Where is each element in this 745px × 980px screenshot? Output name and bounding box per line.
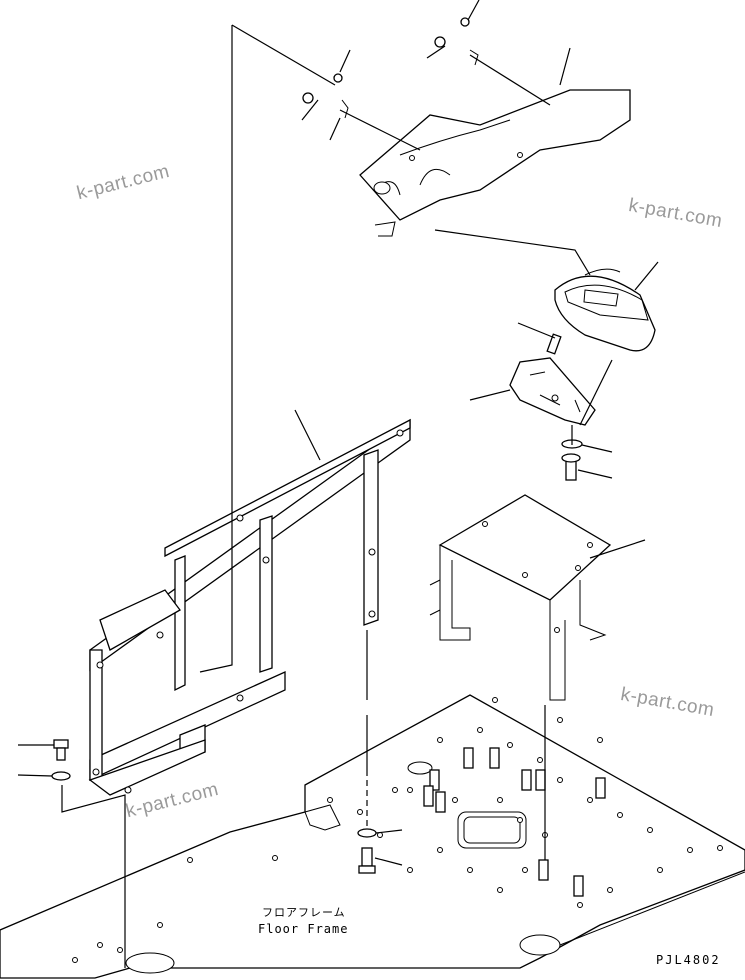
floor-frame-label-jp: フロアフレーム (262, 906, 346, 919)
fastener-set-floor (357, 828, 377, 874)
fastener-set-monitor (561, 439, 583, 481)
monitor-bracket (509, 333, 596, 426)
monitor-unit (554, 268, 656, 352)
floor-holes (72, 697, 723, 963)
console-stand (429, 494, 612, 701)
drawing-code: PJL4802 (656, 953, 721, 967)
support-frame (88, 418, 411, 796)
callout-leaders (17, 0, 659, 866)
floor-frame-label-en: Floor Frame (258, 922, 349, 936)
fastener-set-left (51, 739, 71, 781)
cover-duct (359, 89, 631, 237)
assembly-lines (61, 24, 613, 968)
fastener-set-top (302, 17, 479, 119)
